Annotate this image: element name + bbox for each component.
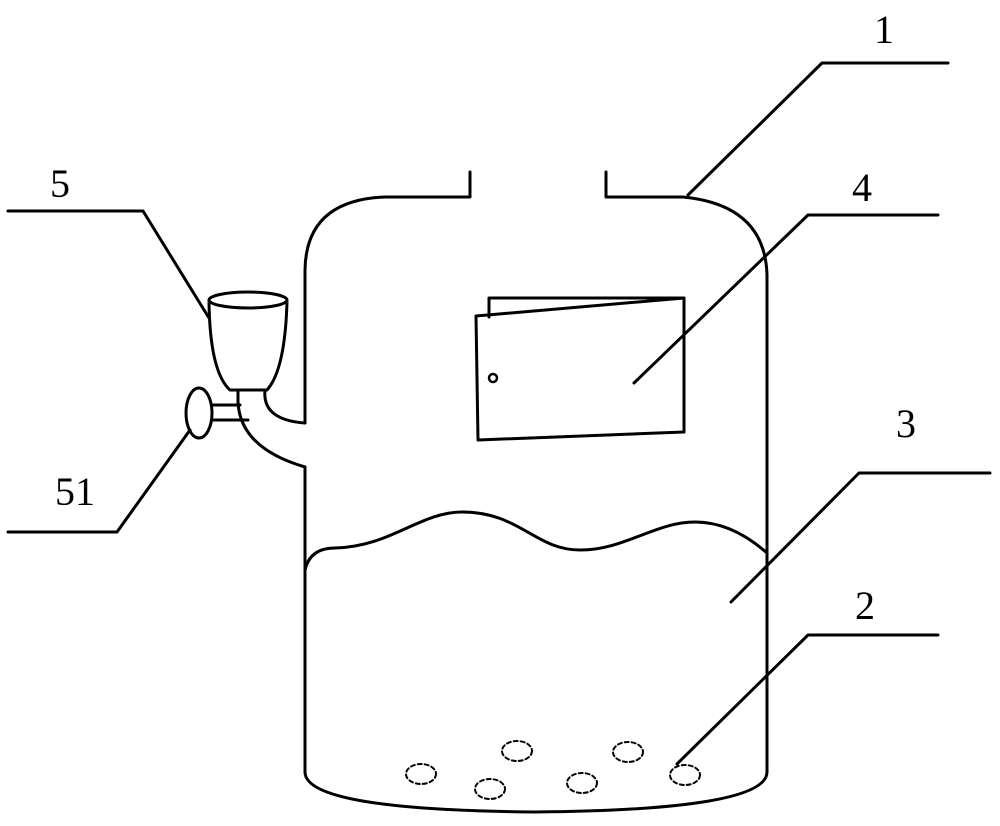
leader-line-2 [677, 635, 938, 764]
aerator-hole [670, 765, 700, 785]
label-1: 1 [874, 10, 894, 50]
leader-line-51 [8, 430, 190, 532]
vessel [305, 172, 767, 812]
label-2: 2 [855, 586, 875, 626]
label-5: 5 [50, 164, 70, 204]
valve-stem [213, 405, 248, 420]
aerator-hole [613, 742, 643, 762]
door-window [476, 298, 684, 440]
aerator-hole [475, 779, 505, 799]
label-4: 4 [852, 168, 872, 208]
funnel-body [209, 302, 287, 390]
leader-lines [8, 63, 990, 764]
vessel-bottom [305, 772, 767, 812]
door-handle [489, 374, 497, 382]
feed-funnel [186, 292, 305, 467]
vessel-right-wall [606, 172, 767, 772]
aerator-hole [567, 773, 597, 793]
vessel-left-top-wall [305, 172, 470, 423]
label-51: 51 [55, 472, 95, 512]
aerator-hole [406, 764, 436, 784]
funnel-rim [209, 292, 287, 308]
aerator-holes [406, 741, 700, 799]
liquid-surface [305, 512, 767, 570]
funnel-pipe [238, 390, 305, 467]
door-front-panel [476, 298, 684, 440]
leader-line-1 [688, 63, 948, 195]
label-3: 3 [896, 404, 916, 444]
leader-line-5 [8, 211, 209, 318]
aerator-hole [502, 741, 532, 761]
